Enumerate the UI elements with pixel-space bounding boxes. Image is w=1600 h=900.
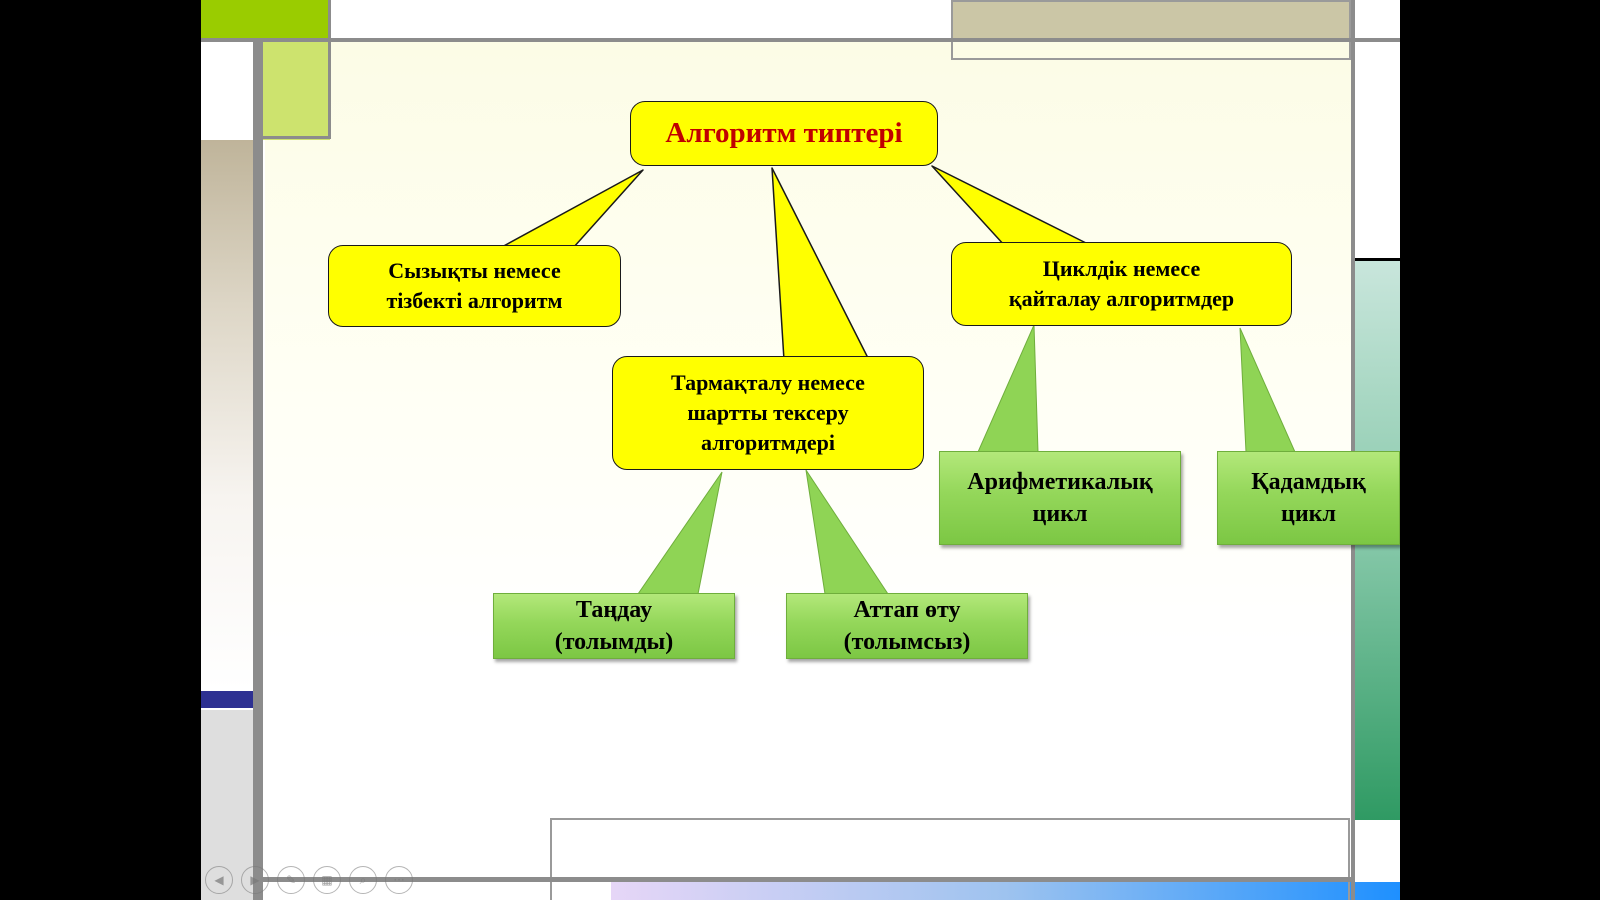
deco-green-block: [201, 0, 330, 40]
deco-bottom-gradient: [611, 882, 1400, 900]
node-root: Алгоритм типтері: [630, 101, 938, 166]
connector-branching-skip: [805, 469, 889, 595]
deco-blue-bar: [201, 691, 254, 708]
step-cycle-label: Қадамдық цикл: [1251, 468, 1366, 527]
arithmetic-cycle-label: Арифметикалық цикл: [967, 468, 1153, 527]
skip-partial-label: Аттап өту (толымсыз): [843, 596, 971, 655]
root-title: Алгоритм типтері: [665, 116, 903, 149]
connector-cyclic-arith: [977, 324, 1039, 453]
node-choice-full: Таңдау (толымды): [493, 593, 735, 659]
node-branching: Тармақталу немесе шартты тексеру алгорит…: [612, 356, 924, 470]
more-icon[interactable]: ···: [385, 866, 413, 894]
more-glyph: ···: [393, 873, 405, 887]
chevron-left-icon[interactable]: ◀: [205, 866, 233, 894]
deco-right-black-line: [1352, 258, 1400, 261]
choice-full-label: Таңдау (толымды): [554, 596, 674, 655]
node-linear: Сызықты немесе тізбекті алгоритм: [328, 245, 621, 327]
deco-bottom-frame: [550, 818, 1350, 900]
node-arithmetic-cycle: Арифметикалық цикл: [939, 451, 1181, 545]
cyclic-label: Циклдік немесе қайталау алгоритмдер: [1008, 256, 1235, 311]
connector-root-branching: [771, 167, 870, 361]
frame-line-left: [253, 38, 263, 900]
node-step-cycle: Қадамдық цикл: [1217, 451, 1400, 545]
slideshow-controls: ◀ ▶ ✎ ▦ ⌕ ···: [205, 866, 413, 894]
linear-label: Сызықты немесе тізбекті алгоритм: [386, 258, 563, 313]
deco-left-gradient: [201, 140, 254, 690]
connector-root-linear: [499, 169, 644, 249]
chevron-right-icon[interactable]: ▶: [241, 866, 269, 894]
deco-lightgreen-block: [263, 40, 330, 140]
connector-root-cyclic: [931, 165, 1093, 247]
node-cyclic: Циклдік немесе қайталау алгоритмдер: [951, 242, 1292, 326]
frame-line-right: [1351, 0, 1355, 900]
connector-cyclic-step: [1239, 327, 1296, 453]
zoom-icon[interactable]: ⌕: [349, 866, 377, 894]
deco-tan-frame: [951, 0, 1351, 60]
connector-branching-choice: [637, 471, 723, 595]
frame-line-lightgreen-bottom: [263, 136, 330, 139]
pen-icon[interactable]: ✎: [277, 866, 305, 894]
deco-tan-block: [951, 0, 1351, 42]
branching-label: Тармақталу немесе шартты тексеру алгорит…: [671, 370, 865, 455]
frame-line-top: [201, 38, 1400, 42]
node-skip-partial: Аттап өту (толымсыз): [786, 593, 1028, 659]
slides-grid-icon[interactable]: ▦: [313, 866, 341, 894]
frame-line-bottom: [263, 877, 1353, 882]
frame-line-lightgreen-right: [328, 0, 331, 139]
